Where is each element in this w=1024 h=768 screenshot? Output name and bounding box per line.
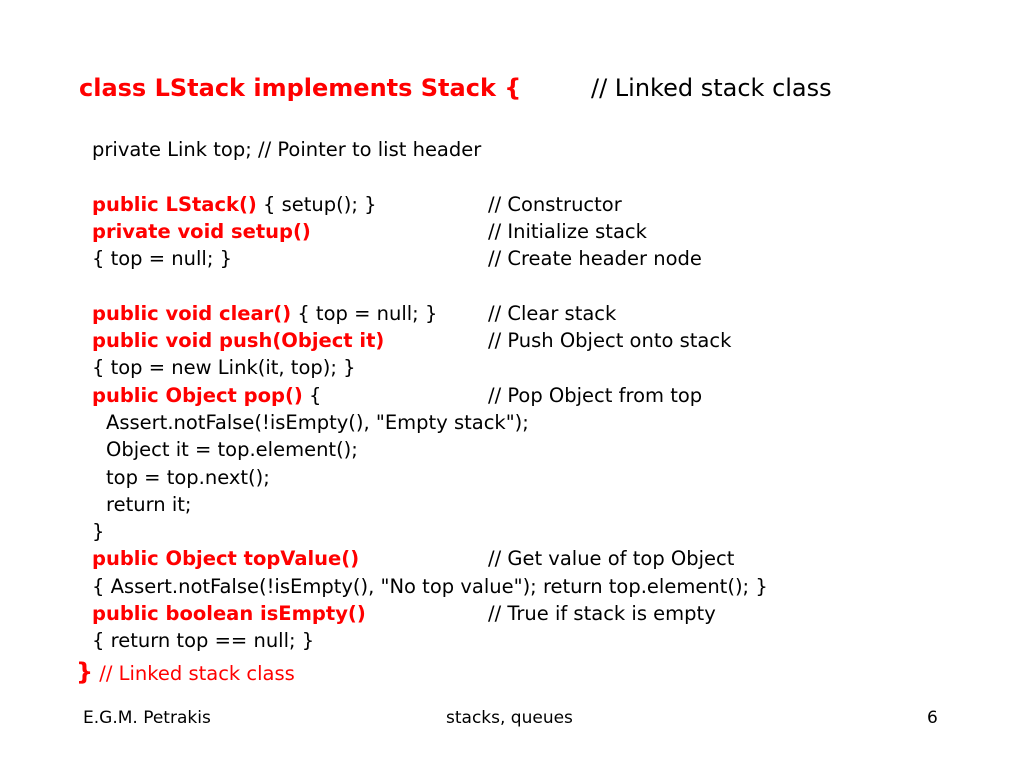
topvalue-comment: // Get value of top Object	[488, 547, 735, 571]
pop-body-line: top = top.next();	[106, 465, 270, 489]
isempty-signature: public boolean isEmpty()	[92, 602, 366, 626]
blank-line	[92, 163, 768, 190]
clear-comment: // Clear stack	[488, 301, 617, 325]
blank-line	[92, 272, 768, 299]
pop-close-brace: }	[92, 520, 105, 544]
code-line-isempty: public boolean isEmpty() // True if stack…	[92, 600, 768, 627]
code-line-setup: private void setup() // Initialize stack	[92, 218, 768, 245]
topvalue-signature: public Object topValue()	[92, 547, 360, 571]
push-comment: // Push Object onto stack	[488, 329, 732, 353]
constructor-comment: // Constructor	[488, 192, 622, 216]
code-line-pop-body: return it;	[92, 491, 768, 518]
code-line-pop-body: top = top.next();	[92, 464, 768, 491]
code-line-clear: public void clear() { top = null; } // Cl…	[92, 300, 768, 327]
footer-page-number: 6	[927, 708, 938, 728]
code-line-pop-close: }	[92, 518, 768, 545]
pop-signature: public Object pop()	[92, 383, 303, 407]
code-line-pop-body: Assert.notFalse(!isEmpty(), "Empty stack…	[92, 409, 768, 436]
push-signature: public void push(Object it)	[92, 329, 385, 353]
code-line-topvalue: public Object topValue() // Get value of …	[92, 545, 768, 572]
code-line-field: private Link top; // Pointer to list hea…	[92, 136, 768, 163]
code-line-topvalue-body: { Assert.notFalse(!isEmpty(), "No top va…	[92, 573, 768, 600]
footer-author: E.G.M. Petrakis	[83, 708, 211, 728]
pop-open-brace: {	[302, 383, 322, 407]
slide-title: class LStack implements Stack { // Linke…	[79, 74, 979, 110]
pop-comment: // Pop Object from top	[488, 383, 703, 407]
constructor-signature: public LStack()	[92, 192, 257, 216]
pop-body-line: return it;	[106, 492, 192, 516]
clear-signature: public void clear()	[92, 301, 292, 325]
push-body: { top = new Link(it, top); }	[92, 356, 356, 380]
footer-topic: stacks, queues	[446, 708, 573, 728]
code-line-setup-body: { top = null; } // Create header node	[92, 245, 768, 272]
code-line-pop-body: Object it = top.element();	[92, 436, 768, 463]
closing-comment: // Linked stack class	[93, 662, 295, 685]
constructor-body: { setup(); }	[256, 192, 377, 216]
code-block: private Link top; // Pointer to list hea…	[92, 136, 768, 655]
title-code: class LStack implements Stack {	[79, 74, 522, 102]
field-text: private Link top; // Pointer to list hea…	[92, 138, 482, 161]
closing-brace: }	[76, 658, 94, 686]
code-line-constructor: public LStack() { setup(); } // Construct…	[92, 191, 768, 218]
isempty-body: { return top == null; }	[92, 629, 315, 653]
title-comment: // Linked stack class	[591, 74, 832, 102]
setup-signature: private void setup()	[92, 219, 311, 243]
setup-body: { top = null; }	[92, 247, 233, 271]
closing-line: } // Linked stack class	[76, 658, 295, 686]
code-line-push: public void push(Object it) // Push Objec…	[92, 327, 768, 354]
clear-body: { top = null; }	[291, 301, 438, 325]
code-line-isempty-body: { return top == null; }	[92, 627, 768, 654]
setup-body-comment: // Create header node	[488, 247, 702, 271]
pop-body-line: Object it = top.element();	[106, 438, 358, 462]
pop-body-line: Assert.notFalse(!isEmpty(), "Empty stack…	[106, 410, 529, 434]
isempty-comment: // True if stack is empty	[488, 602, 716, 626]
code-line-pop: public Object pop() { // Pop Object from …	[92, 382, 768, 409]
code-line-push-body: { top = new Link(it, top); }	[92, 354, 768, 381]
topvalue-body: { Assert.notFalse(!isEmpty(), "No top va…	[92, 574, 768, 598]
setup-comment: // Initialize stack	[488, 219, 647, 243]
